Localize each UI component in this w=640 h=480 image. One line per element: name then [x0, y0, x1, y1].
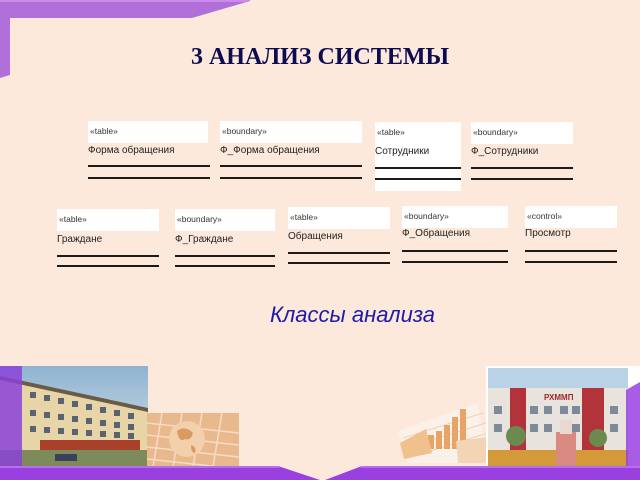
class-name: Ф_Сотрудники [471, 146, 539, 157]
class-stereotype: «table» [88, 121, 208, 143]
class-divider [288, 252, 390, 254]
class-obrashcheniya: «table» Обращения [288, 207, 390, 267]
class-name: Ф_Обращения [402, 228, 470, 239]
class-divider [375, 178, 461, 180]
class-name: Сотрудники [375, 146, 430, 157]
bar-chart-documents-image [398, 403, 488, 463]
class-divider [288, 262, 390, 264]
class-divider [57, 255, 159, 257]
class-divider [471, 178, 573, 180]
bottom-decoration [0, 466, 640, 480]
class-divider [88, 165, 210, 167]
class-divider [471, 167, 573, 169]
class-divider [220, 165, 362, 167]
class-name: Форма обращения [88, 145, 175, 156]
class-forma-obrashcheniya: «table» Форма обращения [88, 121, 210, 181]
class-f-grazhdane: «boundary» Ф_Граждане [175, 209, 275, 269]
class-divider [220, 177, 362, 179]
university-building-photo [0, 366, 148, 472]
class-stereotype: «table» [57, 209, 159, 231]
class-sotrudniki: «table» Сотрудники [375, 122, 461, 191]
class-stereotype: «boundary» [471, 122, 573, 144]
class-f-obrashcheniya: «boundary» Ф_Обращения [402, 206, 508, 266]
class-divider [525, 261, 617, 263]
class-name: Ф_Граждане [175, 234, 234, 245]
class-stereotype: «boundary» [175, 209, 275, 231]
class-name: Просмотр [525, 228, 571, 239]
caption: Классы анализа [269, 302, 436, 327]
class-stereotype: «boundary» [402, 206, 508, 228]
class-name: Обращения [288, 231, 343, 242]
class-stereotype: «table» [375, 122, 461, 144]
class-grazhdane: «table» Граждане [57, 209, 159, 269]
building-with-monument-photo: РХММП [486, 366, 640, 474]
building-sign: РХММП [544, 393, 574, 402]
class-stereotype: «boundary» [220, 121, 362, 143]
class-divider [88, 177, 210, 179]
class-divider [375, 167, 461, 169]
class-stereotype: «control» [525, 206, 617, 228]
class-prosmotr: «control» Просмотр [525, 206, 617, 266]
class-divider [175, 265, 275, 267]
class-f-sotrudniki: «boundary» Ф_Сотрудники [471, 122, 573, 182]
class-f-forma-obrashcheniya: «boundary» Ф_Форма обращения [220, 121, 362, 181]
class-divider [525, 250, 617, 252]
globe-on-keyboard-image [147, 413, 239, 473]
class-divider [175, 255, 275, 257]
class-divider [402, 250, 508, 252]
top-decoration [0, 0, 250, 78]
class-divider [57, 265, 159, 267]
page-title: 3 АНАЛИЗ СИСТЕМЫ [190, 44, 450, 70]
class-divider [402, 261, 508, 263]
class-name: Ф_Форма обращения [220, 145, 320, 156]
class-name: Граждане [57, 234, 103, 245]
class-stereotype: «table» [288, 207, 390, 229]
